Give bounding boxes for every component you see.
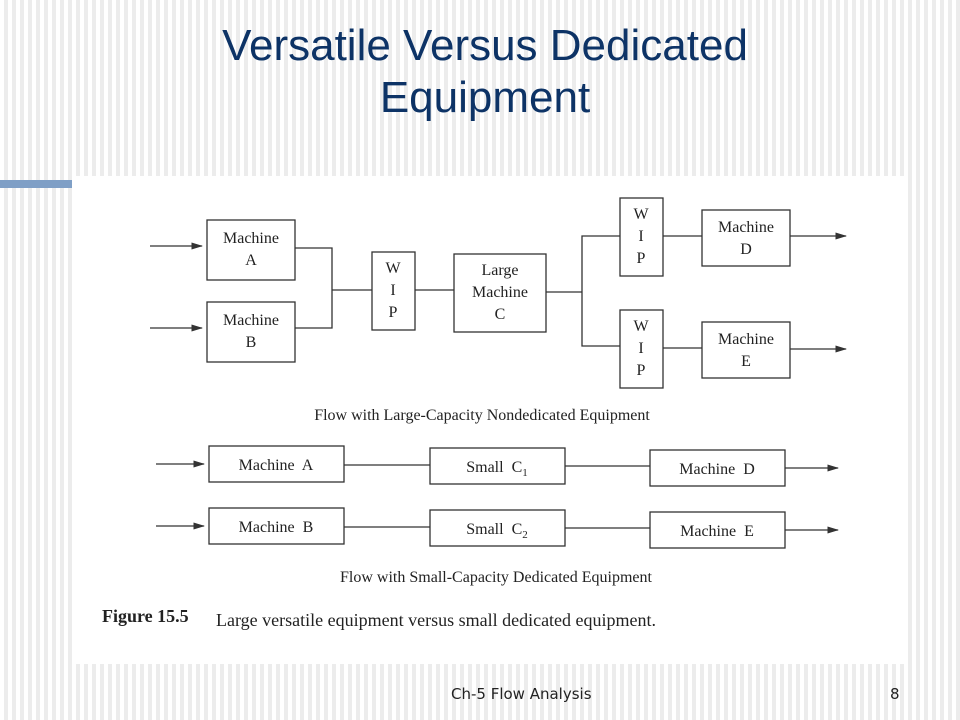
- wip-upper-i: I: [638, 228, 643, 245]
- small-machine-e-label: Machine E: [680, 523, 754, 540]
- wip-box-upper: W I P: [619, 197, 664, 277]
- slide-title-line-2: Equipment: [379, 73, 591, 122]
- machine-d-label: Machine: [718, 219, 774, 236]
- machine-d-box: Machine D: [701, 209, 791, 267]
- large-c-line-3: C: [495, 306, 506, 323]
- large-c-line-2: Machine: [472, 284, 528, 301]
- footer-section-title: Ch-5 Flow Analysis: [451, 685, 592, 703]
- small-machine-a-label: Machine A: [239, 457, 314, 474]
- slide-title: Versatile Versus Dedicated Equipment: [140, 20, 830, 124]
- machine-a-box: Machine A: [206, 219, 296, 281]
- top-diagram-caption: Flow with Large-Capacity Nondedicated Eq…: [314, 407, 650, 424]
- wip-lower-w: W: [633, 318, 649, 335]
- figure-caption: Large versatile equipment versus small d…: [216, 610, 656, 630]
- machine-d-letter: D: [740, 241, 752, 258]
- machine-b-label: Machine: [223, 312, 279, 329]
- page-number: 8: [890, 685, 900, 703]
- merge-connector: [295, 247, 333, 329]
- slide-title-line-1: Versatile Versus Dedicated: [222, 21, 748, 70]
- machine-e-box: Machine E: [701, 321, 791, 379]
- wip-center-p: P: [389, 304, 398, 321]
- small-machine-e-box: Machine E: [649, 511, 786, 549]
- small-machine-d-label: Machine D: [679, 461, 755, 478]
- small-machine-a-box: Machine A: [208, 445, 345, 483]
- small-c2-box: Small C2: [429, 509, 566, 547]
- large-c-line-1: Large: [481, 262, 518, 279]
- machine-b-letter: B: [246, 334, 257, 351]
- flow-diagram: Machine A Machine B W I P Large Machine …: [102, 197, 848, 630]
- accent-bar: [0, 180, 72, 188]
- small-machine-d-box: Machine D: [649, 449, 786, 487]
- wip-upper-p: P: [637, 250, 646, 267]
- bottom-diagram-caption: Flow with Small-Capacity Dedicated Equip…: [340, 569, 652, 586]
- machine-b-box: Machine B: [206, 301, 296, 363]
- machine-e-letter: E: [741, 353, 751, 370]
- wip-upper-w: W: [633, 206, 649, 223]
- wip-box-center: W I P: [371, 251, 416, 331]
- wip-center-i: I: [390, 282, 395, 299]
- small-c1-box: Small C1: [429, 447, 566, 485]
- machine-e-label: Machine: [718, 331, 774, 348]
- wip-box-lower: W I P: [619, 309, 664, 389]
- large-machine-c-box: Large Machine C: [453, 253, 547, 333]
- figure-panel: Machine A Machine B W I P Large Machine …: [72, 176, 904, 664]
- machine-a-letter: A: [245, 252, 257, 269]
- small-c1-label: Small C1: [466, 459, 528, 479]
- machine-a-label: Machine: [223, 230, 279, 247]
- wip-center-w: W: [385, 260, 401, 277]
- small-c2-label: Small C2: [466, 521, 528, 541]
- small-machine-b-label: Machine B: [239, 519, 314, 536]
- wip-lower-i: I: [638, 340, 643, 357]
- split-connector: [581, 235, 620, 347]
- small-machine-b-box: Machine B: [208, 507, 345, 545]
- figure-number: Figure 15.5: [102, 606, 189, 626]
- wip-lower-p: P: [637, 362, 646, 379]
